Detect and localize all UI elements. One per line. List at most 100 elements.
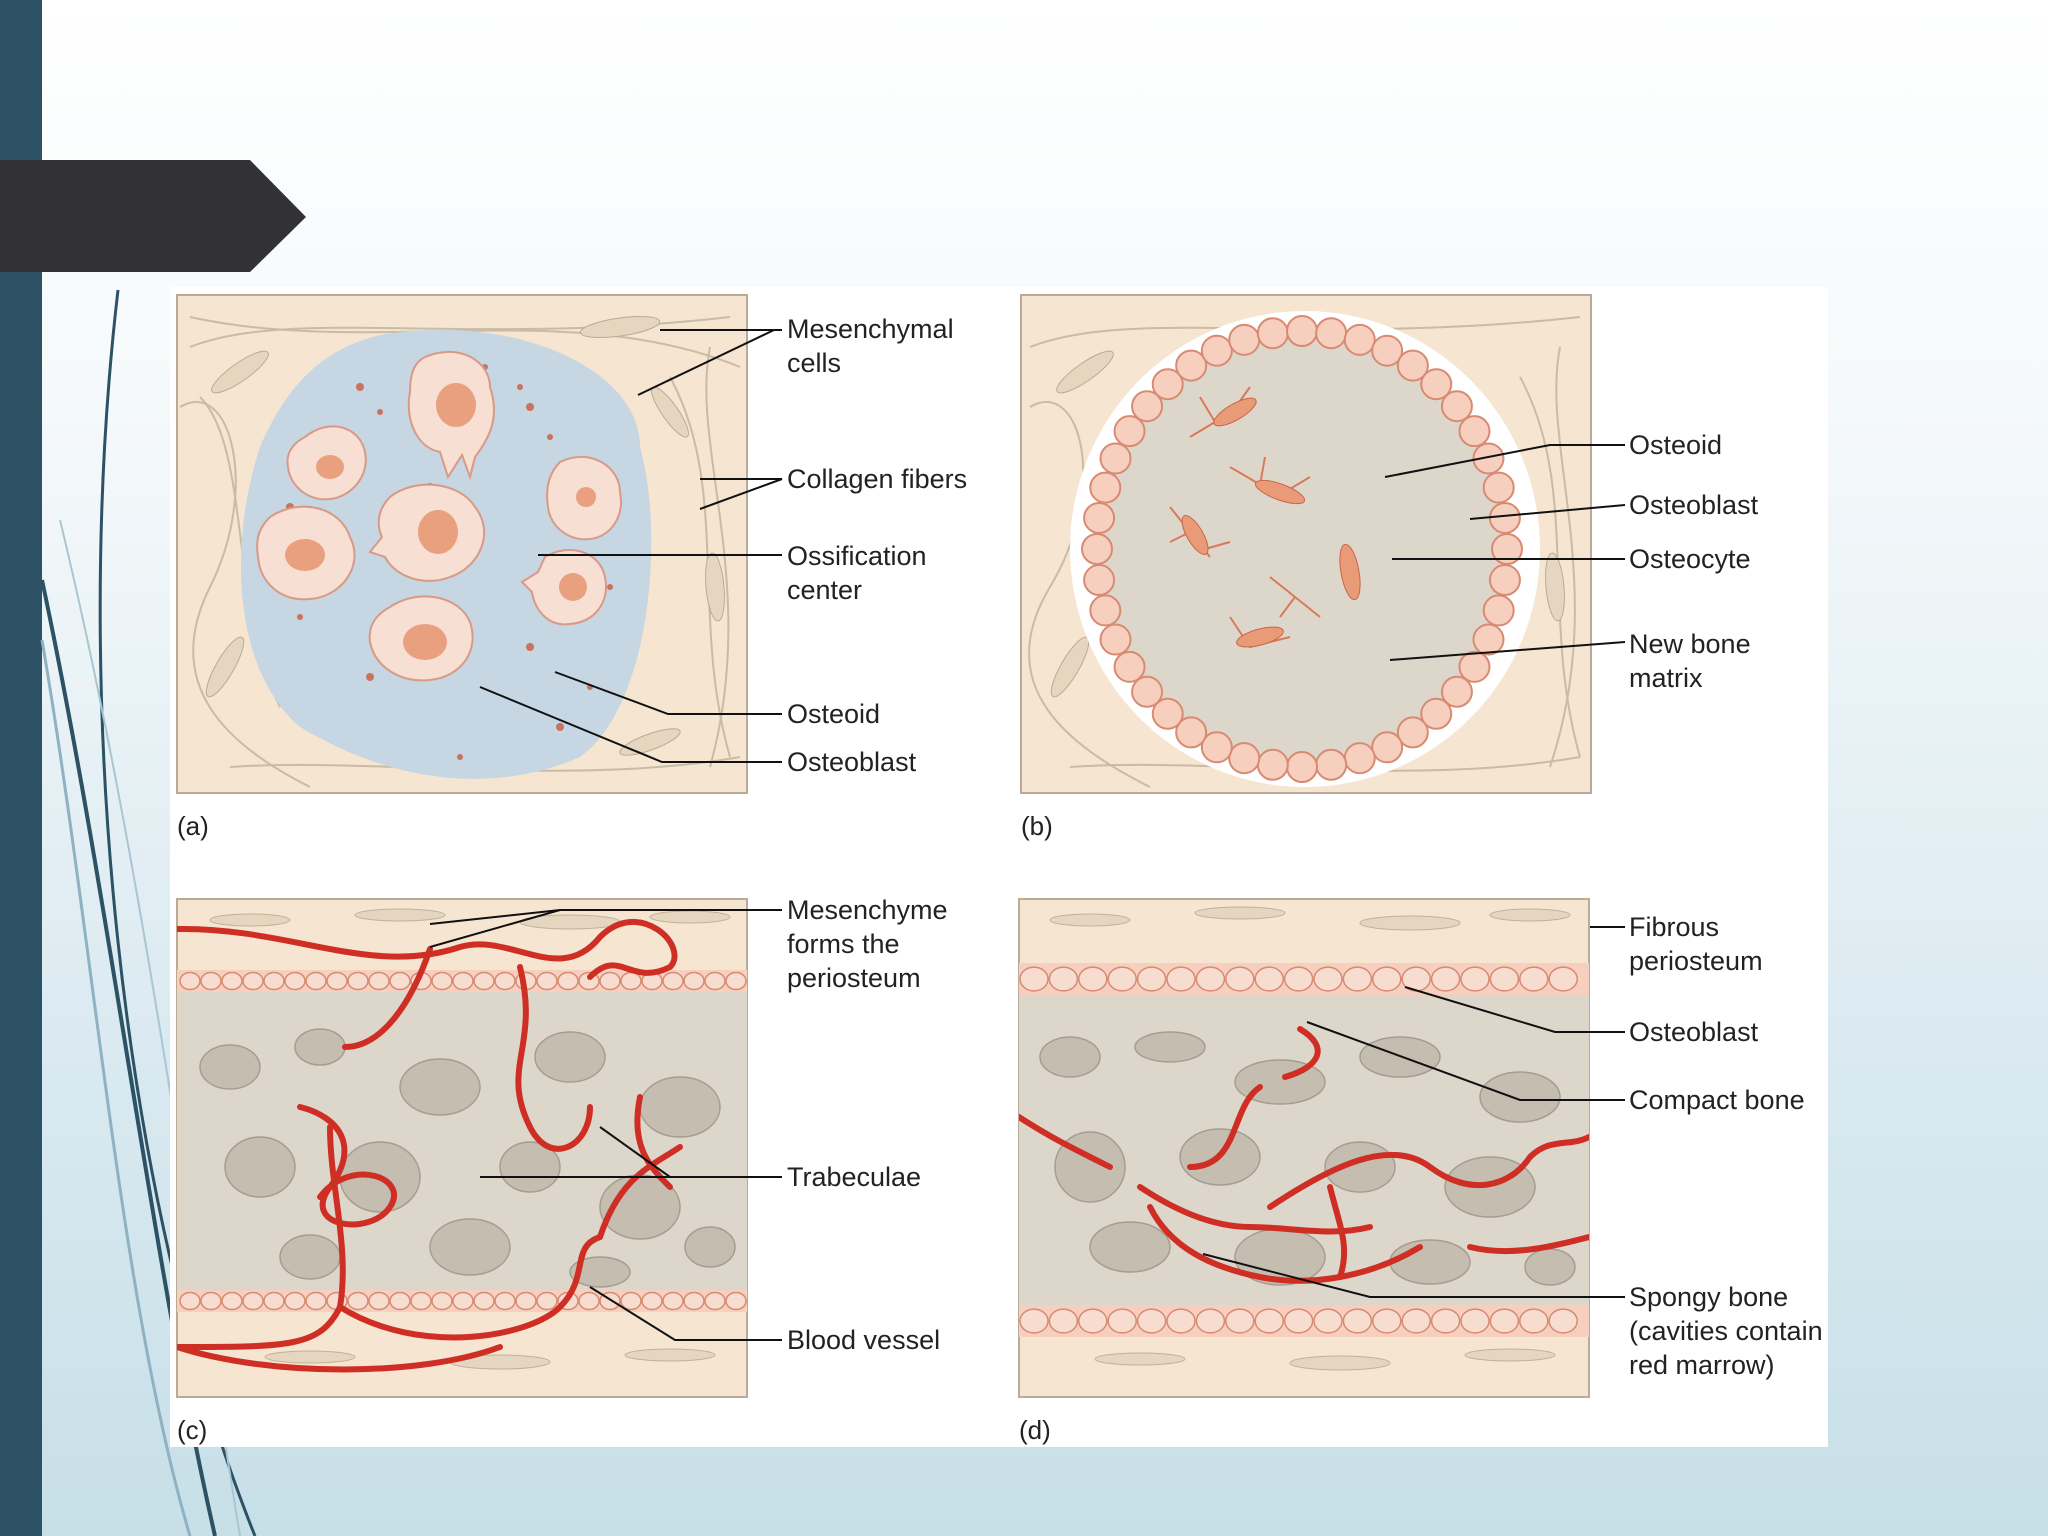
osteoblast-cell — [1131, 390, 1164, 423]
label-blood-vessel: Blood vessel — [787, 1325, 941, 1355]
osteoblast-cell — [1420, 368, 1453, 401]
osteoblast-cell — [1200, 334, 1233, 367]
label-osteoid-b: Osteoid — [1629, 430, 1723, 460]
osteoblast-cell — [1286, 315, 1318, 347]
osteoblast-cell — [494, 1291, 516, 1311]
label-osteoblast-b: Osteoblast — [1629, 490, 1759, 520]
ossification-diagram: (a) — [176, 294, 1626, 1445]
osteoblast-cell — [1089, 471, 1122, 504]
osteoblast-cell — [1175, 716, 1208, 749]
osteoblast-cell — [1548, 966, 1578, 992]
osteoblast-cell — [1225, 1308, 1255, 1334]
osteoblast-cell — [1099, 442, 1132, 475]
osteoblast-cell — [1343, 323, 1376, 356]
osteoblast-cell — [1107, 966, 1137, 992]
panel-b-leader-lines — [1384, 444, 1626, 661]
osteoblast-cell — [1482, 471, 1515, 504]
osteoblast-cell — [452, 1291, 474, 1311]
osteoblast-cell — [1089, 594, 1122, 627]
osteoblast-cell — [1195, 966, 1226, 992]
label-osteoid-a: Osteoid — [787, 699, 881, 729]
osteoblast-cell — [1342, 966, 1373, 992]
osteoblast-cell — [473, 971, 495, 991]
osteoblast-cell — [1113, 415, 1146, 448]
osteoblast-cell — [683, 971, 705, 991]
osteoblast-cell — [1195, 1308, 1226, 1334]
osteoblast-cell — [662, 971, 684, 991]
label-mesenchymal-cells: Mesenchymal cells — [787, 314, 954, 378]
osteoblast-cell — [1491, 533, 1523, 565]
osteoblast-cell — [704, 1291, 726, 1311]
osteoblast-cell — [347, 971, 369, 991]
osteoblast-cell — [179, 1291, 201, 1311]
osteoblast-cell — [242, 1291, 264, 1311]
osteoblast-cell — [1256, 748, 1289, 781]
osteoblast-cell — [1458, 650, 1491, 683]
osteoblast-cell — [1166, 1308, 1196, 1334]
osteoblast-cell — [1488, 501, 1521, 534]
label-ossification-center: Ossification center — [787, 541, 927, 605]
panel-a-leader-lines — [479, 329, 783, 763]
osteoblast-cell — [1048, 1308, 1079, 1334]
osteoblast-cell — [725, 971, 747, 991]
osteoblast-cell — [1151, 368, 1184, 401]
label-spongy-bone: Spongy bone (cavities contain red marrow… — [1629, 1282, 1823, 1380]
osteoblast-cell — [473, 1291, 495, 1311]
osteoblast-cell — [221, 1291, 243, 1311]
osteoblast-cell — [284, 1291, 306, 1311]
panel-a-tag: (a) — [177, 811, 209, 841]
panel-b-tag: (b) — [1021, 811, 1053, 841]
osteoblast-cell — [1254, 966, 1284, 992]
osteoblast-cell — [1200, 731, 1233, 764]
osteoblast-cell — [221, 971, 243, 991]
osteoblast-cell — [1489, 966, 1520, 992]
osteoblast-cell — [1283, 966, 1314, 992]
osteoblast-cell — [389, 971, 411, 991]
osteoblast-cell — [1166, 966, 1196, 992]
osteoblast-cell — [1430, 966, 1461, 992]
osteoblast-cell — [1136, 966, 1167, 992]
osteoblast-cell — [1283, 1308, 1314, 1334]
osteoblast-cell — [1254, 1308, 1284, 1334]
osteoblast-cell — [1472, 623, 1505, 656]
osteoblast-cell — [1313, 1308, 1343, 1334]
osteoblast-cell — [515, 1291, 537, 1311]
osteoblast-cell — [1151, 697, 1184, 730]
osteoblast-cell — [1548, 1308, 1578, 1334]
osteoblast-cell — [1488, 564, 1521, 597]
osteoblast-cell — [1315, 317, 1348, 350]
osteoblast-cell — [578, 1291, 600, 1311]
osteoblast-cell — [1372, 966, 1402, 992]
osteoblast-cell — [599, 971, 621, 991]
osteoblast-cell — [200, 1291, 222, 1311]
osteoblast-cell — [1372, 1308, 1402, 1334]
panel-d-leader-lines — [1202, 926, 1625, 1298]
bone-ossification-figure: (a) — [170, 287, 1828, 1447]
osteoblast-cell — [1313, 966, 1343, 992]
panel-b-illustration: (b) — [1020, 294, 1592, 841]
osteoblast-cell — [641, 1291, 663, 1311]
osteoblast-cell — [1440, 675, 1473, 708]
osteoblast-cell — [1048, 966, 1079, 992]
osteoblast-cell — [1482, 594, 1515, 627]
osteoblast-cell — [389, 1291, 411, 1311]
osteoblast-cell — [200, 971, 222, 991]
osteoblast-cell — [263, 1291, 285, 1311]
osteoblast-cell — [305, 971, 327, 991]
osteoblast-cell — [179, 971, 201, 991]
osteoblast-cell — [1420, 697, 1453, 730]
osteoblast-cell — [557, 971, 579, 991]
osteoblast-cell — [1371, 731, 1404, 764]
osteoblast-cell — [1256, 317, 1289, 350]
osteoblast-cell — [1019, 1308, 1049, 1334]
label-mesenchyme-periosteum: Mesenchyme forms the periosteum — [787, 895, 948, 993]
osteoblast-cell — [1136, 1308, 1167, 1334]
label-fibrous-periosteum: Fibrous periosteum — [1629, 912, 1763, 976]
osteoblast-cell — [662, 1291, 684, 1311]
panel-c-illustration: (c) — [176, 898, 748, 1445]
label-osteoblast-a: Osteoblast — [787, 747, 917, 777]
osteoblast-cell — [1113, 650, 1146, 683]
panel-d-tag: (d) — [1019, 1415, 1051, 1445]
osteoblast-cell — [704, 971, 726, 991]
title-tab-arrow — [0, 160, 306, 272]
